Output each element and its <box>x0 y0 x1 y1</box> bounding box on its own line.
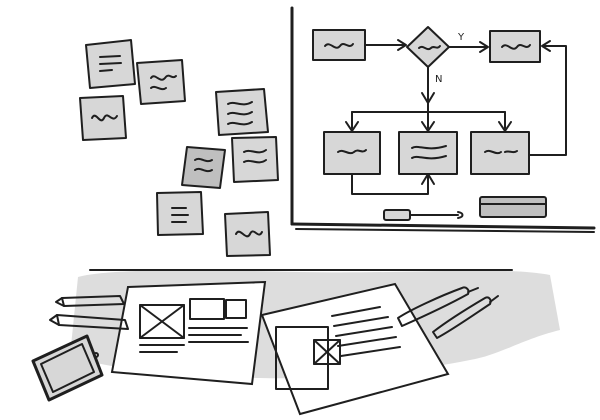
sticky-notes <box>79 39 279 257</box>
flowchart-icon <box>489 30 541 63</box>
flowchart-icon <box>470 131 530 175</box>
sticky-note-icon <box>231 136 279 183</box>
flowchart-icon <box>406 26 450 68</box>
sketch-paper-left <box>110 280 267 386</box>
phone-icon <box>31 334 104 402</box>
sticky-note-icon <box>136 59 186 105</box>
desk-scene <box>31 269 560 416</box>
eraser-icon <box>479 196 547 218</box>
sticky-note-icon <box>215 88 269 136</box>
decision-yes-label: Y <box>457 32 465 43</box>
pencil-icon <box>49 295 129 330</box>
flowchart-icon <box>312 29 366 61</box>
sticky-note-icon <box>79 95 127 141</box>
whiteboard-flowchart: Y N <box>290 6 596 233</box>
flowchart-icon <box>323 131 381 175</box>
sticky-note-icon <box>156 191 204 236</box>
sticky-note-icon <box>181 146 226 189</box>
decision-no-label: N <box>435 74 442 85</box>
sticky-note-icon <box>224 211 271 257</box>
pencil-icon <box>383 209 464 221</box>
sticky-note-icon <box>85 39 136 89</box>
flowchart-icon <box>398 131 458 175</box>
pencil-icon <box>397 286 499 339</box>
